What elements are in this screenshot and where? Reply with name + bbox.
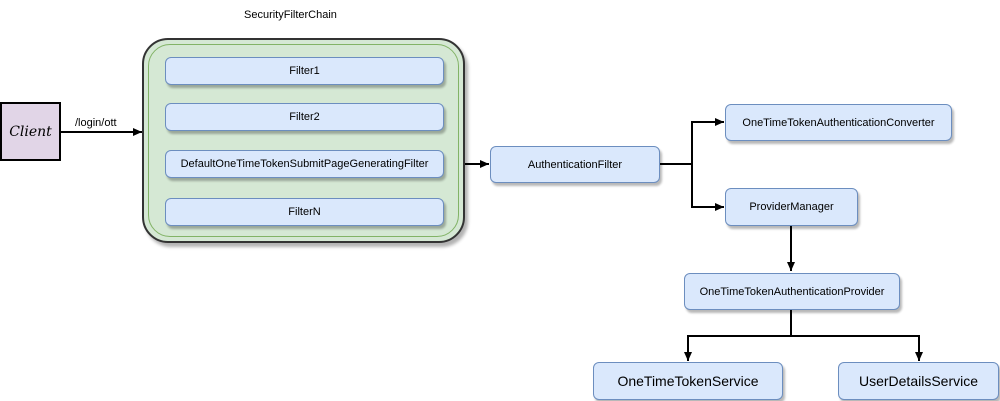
provider-to-tokenservice-arrow bbox=[684, 310, 792, 361]
authentication-filter-node: AuthenticationFilter bbox=[490, 146, 660, 183]
authfilter-to-converter-arrow bbox=[660, 118, 724, 165]
filter-n-node: FilterN bbox=[165, 198, 444, 226]
default-ott-submit-page-filter-node: DefaultOneTimeTokenSubmitPageGeneratingF… bbox=[165, 150, 444, 178]
request-path-label: /login/ott bbox=[75, 117, 117, 129]
ott-authentication-provider-node: OneTimeTokenAuthenticationProvider bbox=[684, 273, 900, 310]
ott-authentication-converter-node: OneTimeTokenAuthenticationConverter bbox=[725, 104, 952, 141]
authfilter-to-providermanager-arrow bbox=[660, 163, 724, 211]
provider-manager-node: ProviderManager bbox=[725, 188, 858, 226]
one-time-token-service-node: OneTimeTokenService bbox=[593, 362, 783, 400]
client-node: Client bbox=[0, 102, 61, 161]
user-details-service-node: UserDetailsService bbox=[838, 362, 999, 400]
filter-1-node: Filter1 bbox=[165, 57, 444, 85]
provider-to-userdetails-arrow bbox=[790, 310, 923, 361]
chain-title: SecurityFilterChain bbox=[244, 9, 337, 21]
filter-2-node: Filter2 bbox=[165, 103, 444, 131]
